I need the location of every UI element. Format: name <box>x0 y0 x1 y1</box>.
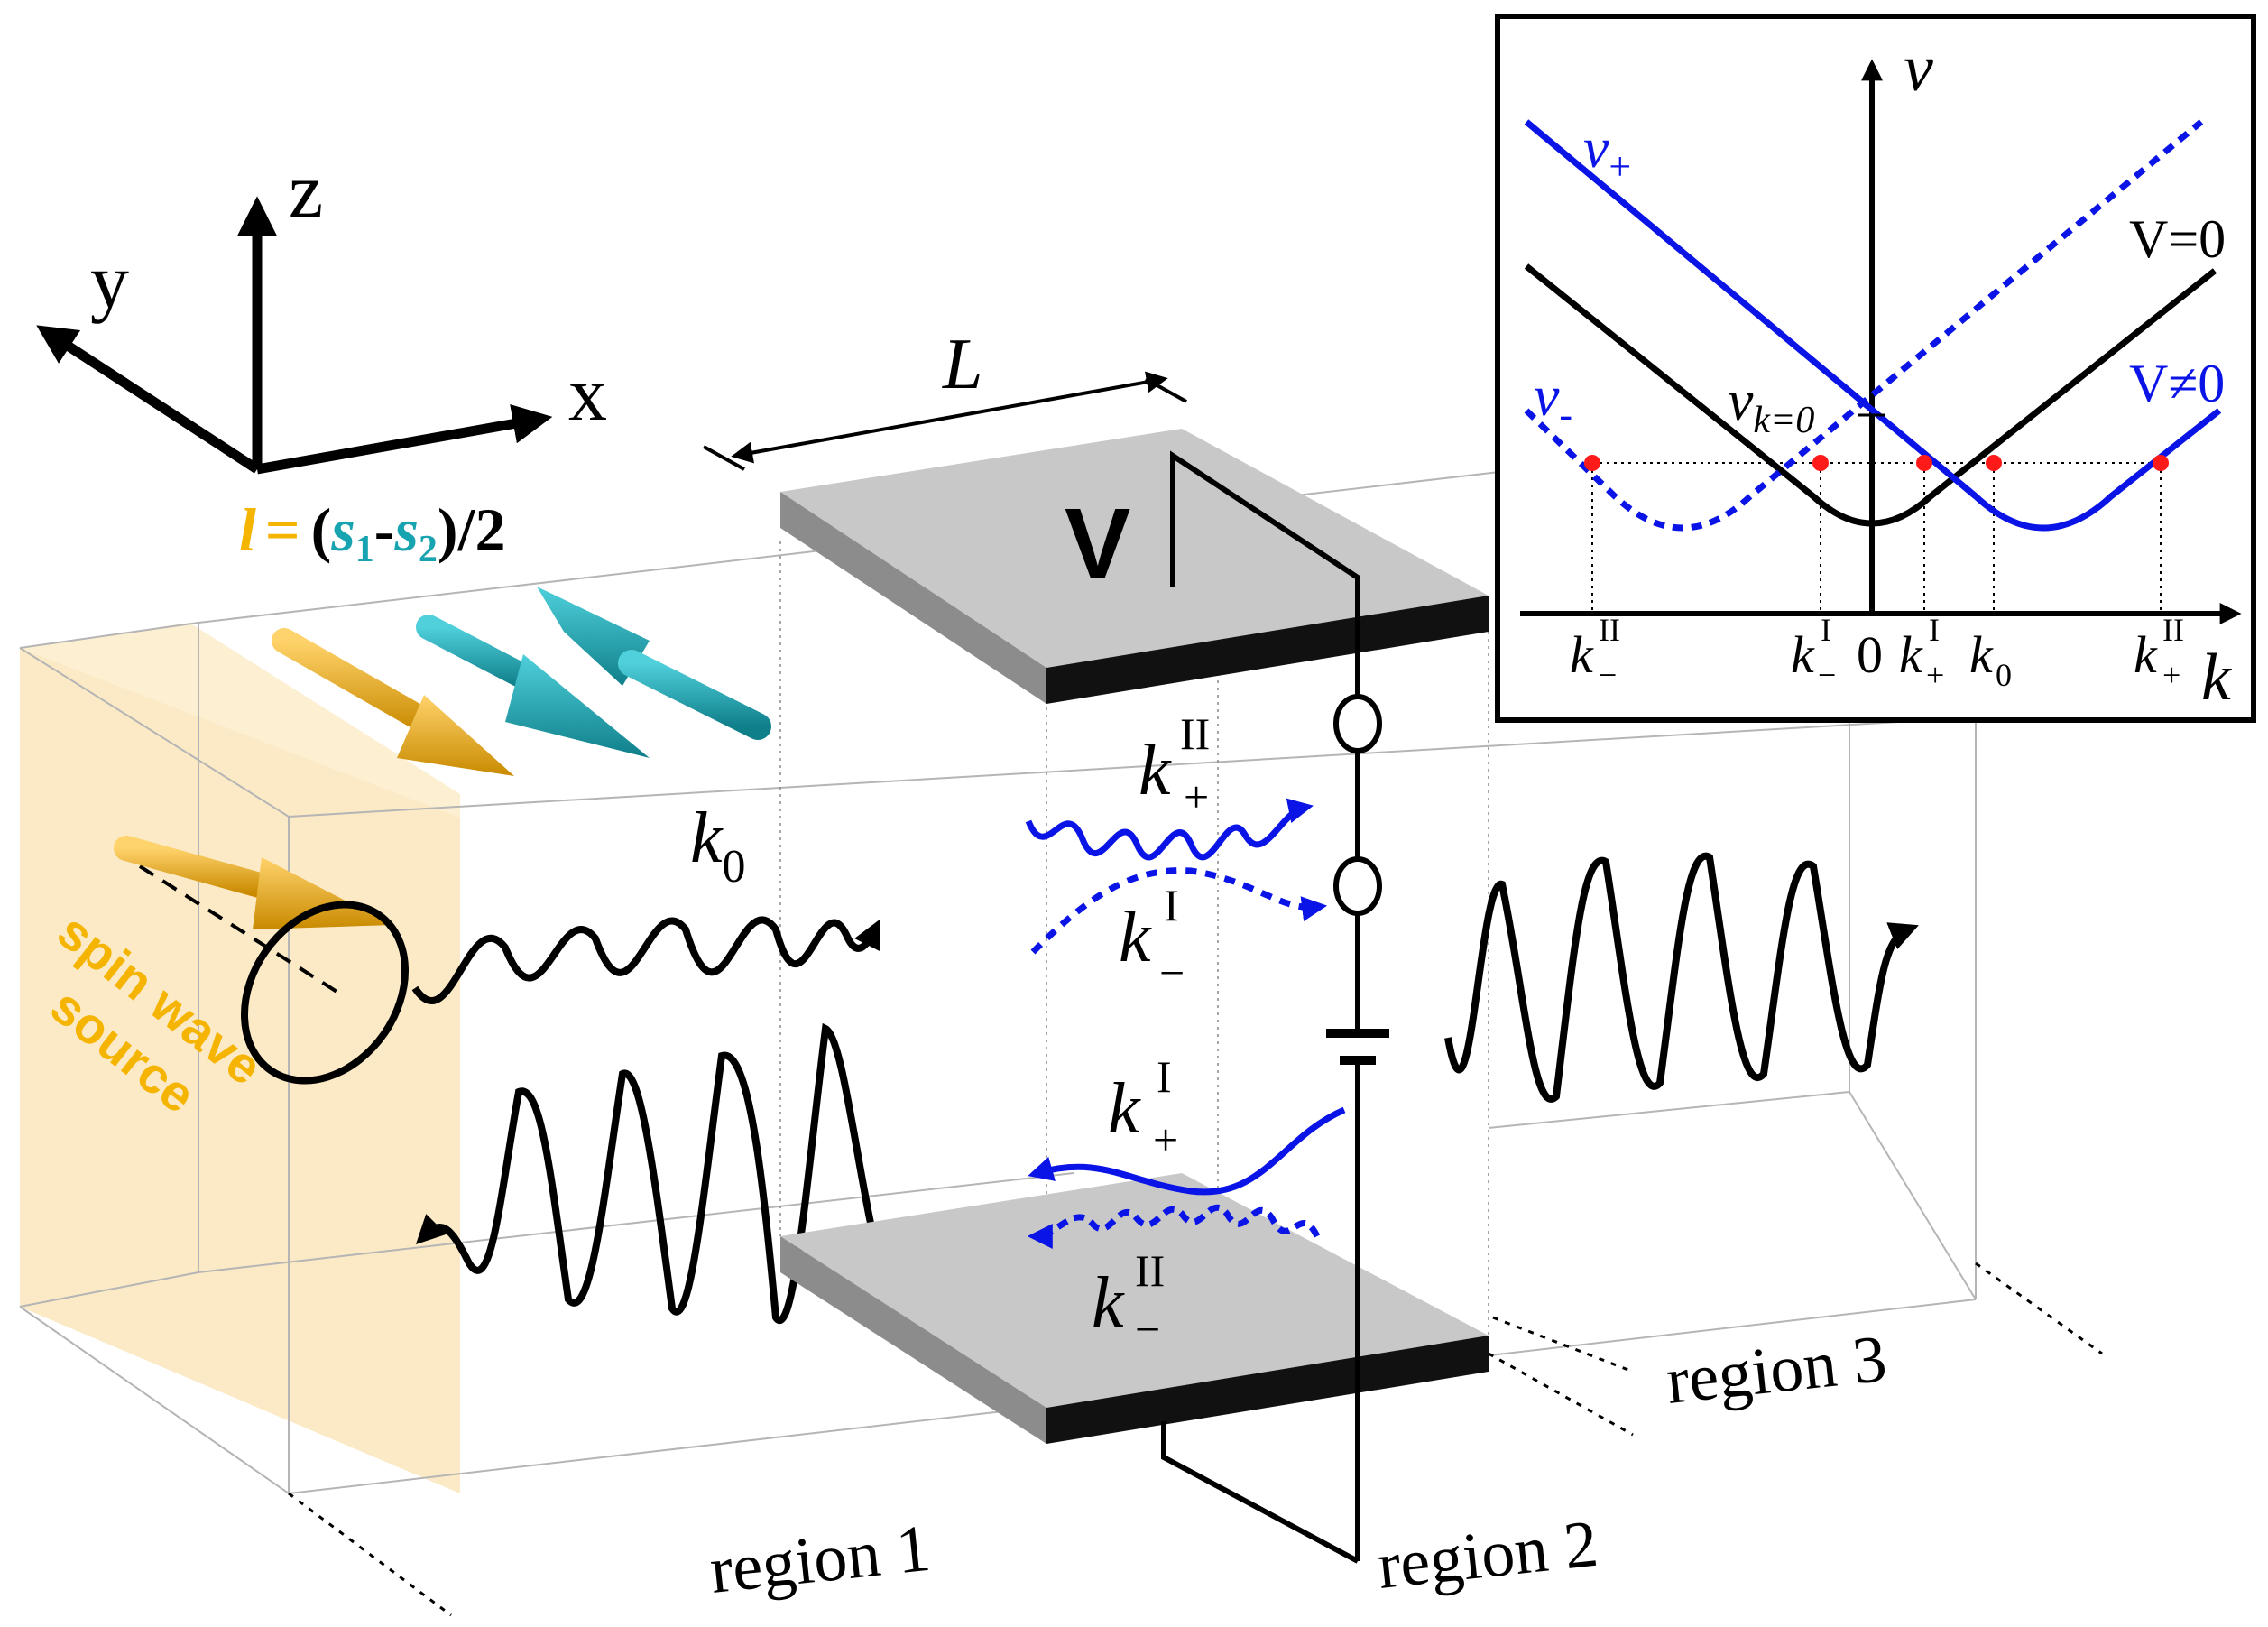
region-1-label: region 1 <box>706 1511 934 1608</box>
circuit-node-upper <box>1333 694 1382 753</box>
k0-label: k0 <box>690 799 746 892</box>
point-k0 <box>1986 455 2002 471</box>
point-k-plus-I <box>1916 455 1932 471</box>
transmitted-wave <box>1444 852 1919 1103</box>
spin-arrow-l <box>272 628 514 776</box>
coordinate-axes <box>36 196 553 475</box>
label-curve-v0: V=0 <box>2129 209 2226 269</box>
label-v-k0: vk=0 <box>1728 368 1814 441</box>
length-label: L <box>942 325 983 404</box>
label-curve-vne0: V≠0 <box>2129 354 2225 413</box>
incident-wave <box>411 916 880 1004</box>
precessing-spin <box>114 836 410 1085</box>
region-3-label: region 3 <box>1663 1322 1890 1419</box>
tick-k0: k0 <box>1969 625 2012 693</box>
bottom-electrode <box>780 1173 1489 1444</box>
curve-v-zero <box>1524 263 2217 527</box>
point-k-plus-II <box>2153 455 2169 471</box>
spin-arrow-s1 <box>416 615 650 758</box>
axis-x-label: x <box>568 350 607 437</box>
tick-zero: 0 <box>1857 625 1883 684</box>
inset-axis-v: v <box>1904 32 1933 106</box>
length-dimension <box>703 371 1187 471</box>
label-v-minus: v- <box>1534 364 1572 437</box>
spin-arrow-s2 <box>537 587 771 740</box>
point-k-minus-I <box>1812 455 1829 471</box>
curve-v-plus <box>1524 119 2222 532</box>
axis-y-label: y <box>90 237 129 324</box>
curve-v-minus <box>1524 119 2204 532</box>
reflected-wave <box>415 1022 883 1324</box>
circuit-node-lower <box>1333 856 1382 916</box>
wave-k-minus-II <box>1027 1204 1321 1249</box>
wave-k-plus-II <box>1025 798 1314 861</box>
dispersion-inset: v k v+ v- vk=0 V=0 V≠0 <box>1495 14 2256 723</box>
point-k-minus-II <box>1584 455 1600 471</box>
region-2-label: region 2 <box>1374 1507 1601 1604</box>
axis-z-label: z <box>289 147 323 234</box>
label-v-plus: v+ <box>1583 116 1631 189</box>
voltage-label: V <box>1065 488 1130 599</box>
order-parameter-formula: l=(s1-s2)/2 <box>239 495 505 570</box>
source-top <box>20 623 460 818</box>
wave-k-minus-I <box>1030 867 1328 955</box>
top-electrode <box>780 429 1489 704</box>
voltage-circuit <box>1161 450 1389 1564</box>
wave-k-plus-I <box>1028 1106 1346 1196</box>
inset-axis-k: k <box>2201 641 2232 715</box>
